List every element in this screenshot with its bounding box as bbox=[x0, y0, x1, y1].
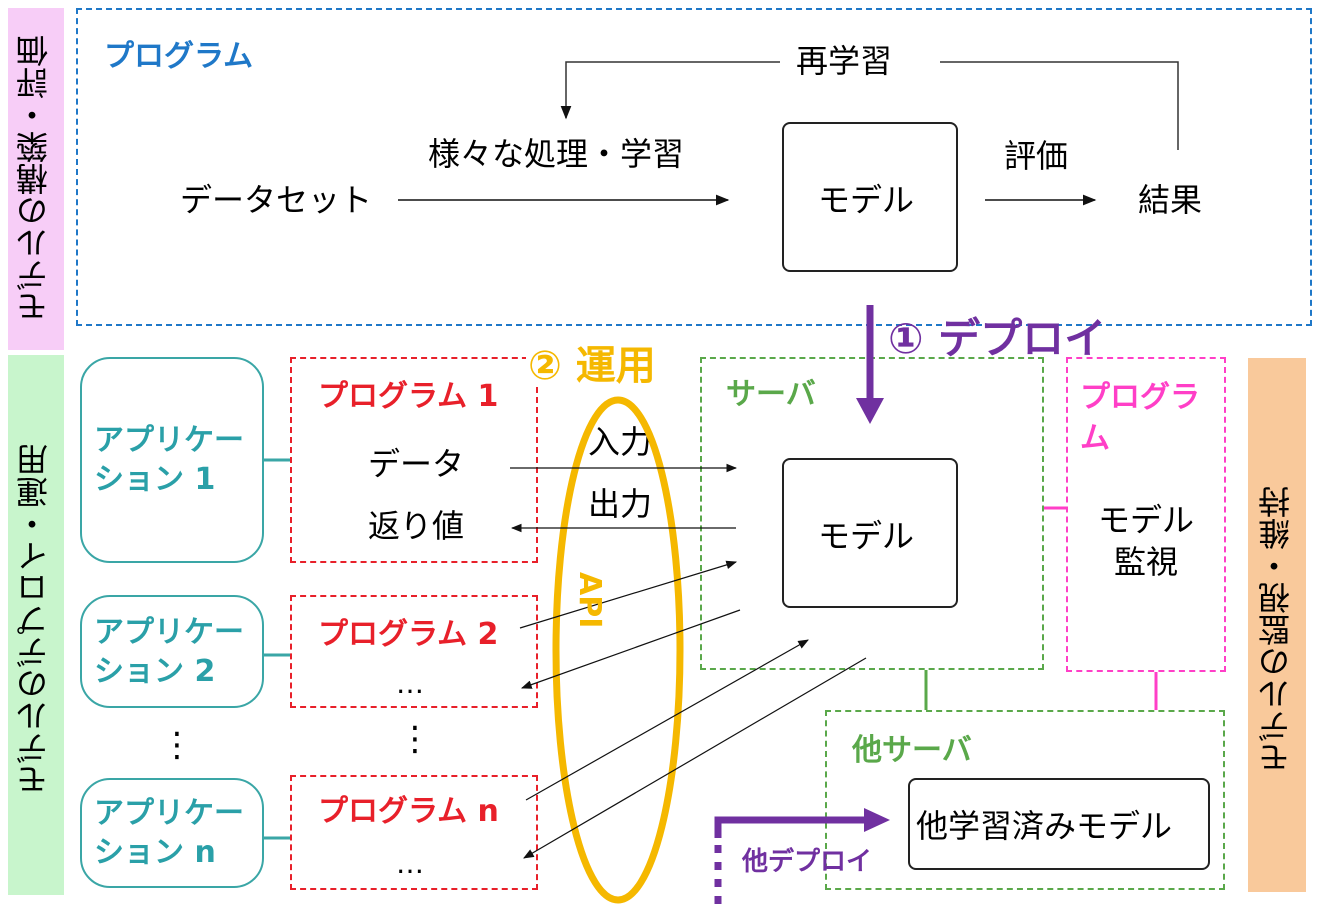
dataset-label: データセット bbox=[180, 181, 373, 219]
server-model-box bbox=[782, 458, 958, 608]
deploy-band bbox=[8, 355, 64, 895]
retrain-label: 再学習 bbox=[796, 42, 893, 80]
program-2-box bbox=[290, 595, 538, 708]
program-1-label: プログラム 1 bbox=[318, 379, 499, 414]
other-model-label: 他学習済みモデル bbox=[916, 807, 1173, 845]
top-program-box bbox=[76, 8, 1312, 326]
top-model-box bbox=[782, 122, 958, 272]
top-program-label: プログラム bbox=[104, 39, 254, 74]
other-server-box bbox=[825, 710, 1225, 890]
app-1-box: アプリケー ション 1 bbox=[80, 357, 264, 563]
program-1-box bbox=[290, 357, 538, 563]
build-band bbox=[8, 8, 64, 350]
monitor-program-text: モデル 監視 bbox=[1097, 501, 1194, 581]
program-2-label: プログラム 2 bbox=[318, 617, 499, 652]
program-n-box bbox=[290, 775, 538, 890]
result-label: 結果 bbox=[1138, 181, 1203, 219]
program2-response bbox=[520, 609, 741, 689]
program2-request bbox=[519, 560, 738, 629]
program-vdots: ⋮ bbox=[398, 719, 432, 759]
app-2-label: アプリケー ション 2 bbox=[94, 614, 244, 689]
programn-request bbox=[525, 639, 809, 801]
evaluate-label: 評価 bbox=[1004, 137, 1069, 175]
deploy-label: ① デプロイ bbox=[888, 314, 1107, 363]
server-model-label: モデル bbox=[818, 517, 915, 555]
app-vdots: ⋮ bbox=[160, 725, 194, 765]
deploy-arrowhead bbox=[856, 398, 884, 424]
api-ellipse bbox=[552, 396, 684, 904]
processing-label: 様々な処理・学習 bbox=[428, 135, 685, 173]
retrain-loop-arrow bbox=[560, 61, 780, 120]
app-2-box: アプリケー ション 2 bbox=[80, 595, 264, 708]
program-n-label: プログラム n bbox=[318, 794, 499, 829]
monitor-program-label: プログラム bbox=[1080, 380, 1200, 456]
input-label: 入力 bbox=[588, 423, 653, 461]
monitor-band bbox=[1248, 358, 1306, 892]
app-n-label: アプリケー ション n bbox=[94, 796, 244, 870]
app-1-label: アプリケー ション 1 bbox=[94, 423, 244, 497]
other-deploy-arrowhead bbox=[864, 808, 890, 832]
other-model-box bbox=[908, 778, 1210, 870]
other-deploy-line bbox=[714, 816, 868, 838]
program-2-ellipsis: … bbox=[396, 667, 424, 700]
app-n-box: アプリケー ション n bbox=[80, 778, 264, 888]
program-1-data: データ bbox=[368, 445, 465, 483]
programn-response bbox=[523, 657, 867, 859]
program-1-return: 返り値 bbox=[368, 507, 465, 545]
server-label: サーバ bbox=[726, 377, 816, 412]
output-label: 出力 bbox=[588, 485, 653, 523]
top-model-label: モデル bbox=[818, 181, 915, 219]
operate-label: ② 運用 bbox=[526, 343, 658, 389]
program-n-ellipsis: … bbox=[396, 847, 424, 880]
monitor-program-box bbox=[1066, 357, 1226, 672]
other-server-label: 他サーバ bbox=[852, 733, 972, 768]
api-label: API bbox=[572, 572, 607, 629]
retrain-loop-line bbox=[940, 61, 1179, 150]
other-deploy-label: 他デプロイ bbox=[742, 847, 873, 877]
